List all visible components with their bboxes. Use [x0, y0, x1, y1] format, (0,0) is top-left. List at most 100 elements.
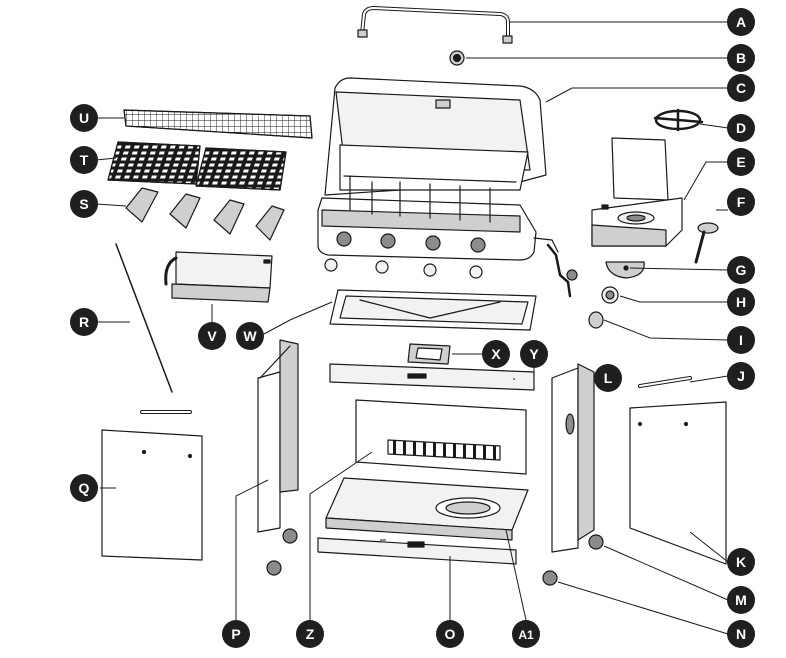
right-side-panel-part — [542, 363, 604, 586]
callout-label: X — [491, 346, 501, 362]
front-rail-part — [317, 537, 517, 565]
callout-label: A — [736, 14, 746, 30]
callout-b: B — [727, 44, 755, 72]
lighting-rod-part — [115, 243, 173, 393]
callout-circle — [727, 8, 755, 36]
callout-circle — [594, 364, 622, 392]
callout-badges: A BC D E F GH I J K L M N O P Q R S T U V W X Y Z A1 — [70, 8, 755, 648]
callout-label: B — [736, 50, 746, 66]
callout-circle — [727, 548, 755, 576]
regulator-part — [546, 243, 578, 298]
callout-label: H — [736, 294, 746, 310]
callout-label: O — [445, 626, 456, 642]
cooking-grates-part — [107, 141, 287, 191]
callout-d: D — [727, 114, 755, 142]
callout-q: Q — [70, 474, 98, 502]
thermometer-part — [449, 50, 465, 66]
callout-label: V — [207, 328, 217, 344]
callout-circle — [727, 362, 755, 390]
callout-circle — [727, 148, 755, 176]
callout-label: M — [735, 592, 747, 608]
callout-z: Z — [296, 620, 324, 648]
knob-bezel-part — [605, 261, 645, 279]
callout-circle — [296, 620, 324, 648]
callout-v: V — [198, 322, 226, 350]
knob-part — [601, 286, 619, 304]
callout-label: Q — [79, 480, 90, 496]
callout-label: D — [736, 120, 746, 136]
side-burner-shelf-part — [591, 137, 683, 247]
callout-h: H — [727, 288, 755, 316]
callout-j: J — [727, 362, 755, 390]
front-panel-part — [329, 363, 535, 391]
callout-label: S — [79, 196, 88, 212]
callout-label: R — [79, 314, 89, 330]
callout-label: T — [80, 152, 89, 168]
callout-a: A — [727, 8, 755, 36]
callout-w: W — [236, 322, 264, 350]
callout-n: N — [727, 620, 755, 648]
callout-a1: A1 — [512, 620, 540, 648]
callout-label: J — [737, 368, 745, 384]
callout-label: Y — [529, 346, 539, 362]
callout-label: A1 — [518, 628, 534, 642]
callout-circle — [70, 104, 98, 132]
callout-circle — [482, 340, 510, 368]
callout-x: X — [482, 340, 510, 368]
callout-r: R — [70, 308, 98, 336]
callout-circle — [727, 114, 755, 142]
callout-i: I — [727, 326, 755, 354]
callout-k: K — [727, 548, 755, 576]
callout-circle — [222, 620, 250, 648]
grease-cup-part — [407, 343, 451, 365]
handle-part — [357, 6, 513, 44]
callout-label: F — [737, 194, 746, 210]
callout-circle — [70, 146, 98, 174]
right-door-part — [629, 376, 727, 565]
callout-m: M — [727, 586, 755, 614]
callout-circle — [70, 308, 98, 336]
callout-label: E — [736, 154, 745, 170]
callout-label: L — [604, 370, 613, 386]
callout-label: K — [736, 554, 746, 570]
callout-circle — [727, 326, 755, 354]
callout-label: C — [736, 80, 746, 96]
flame-tamers-part — [125, 187, 285, 241]
firebox-part — [317, 77, 559, 261]
callout-circle — [727, 74, 755, 102]
callout-f: F — [727, 188, 755, 216]
callout-e: E — [727, 148, 755, 176]
callout-circle — [236, 322, 264, 350]
callout-label: N — [736, 626, 746, 642]
bottom-shelf-part — [325, 477, 529, 541]
callout-y: Y — [520, 340, 548, 368]
callout-circle — [727, 256, 755, 284]
callout-label: I — [739, 332, 743, 348]
callout-circle — [727, 620, 755, 648]
left-door-part — [101, 410, 203, 561]
callout-t: T — [70, 146, 98, 174]
callout-label: P — [231, 626, 240, 642]
side-burner-part — [694, 222, 719, 264]
callout-u: U — [70, 104, 98, 132]
callout-s: S — [70, 190, 98, 218]
callout-circle — [727, 188, 755, 216]
back-panel-part — [355, 399, 527, 475]
callout-label: W — [243, 328, 257, 344]
control-knob-part — [588, 311, 604, 329]
callout-o: O — [436, 620, 464, 648]
callout-circle — [727, 44, 755, 72]
callout-circle — [70, 190, 98, 218]
callout-circle — [512, 620, 540, 648]
callout-p: P — [222, 620, 250, 648]
callout-g: G — [727, 256, 755, 284]
leader-lines — [95, 21, 729, 635]
callout-label: Z — [306, 626, 315, 642]
grease-tray-part — [329, 289, 537, 331]
callout-circle — [436, 620, 464, 648]
side-shelf-part — [164, 251, 273, 303]
callout-l: L — [594, 364, 622, 392]
callout-circle — [727, 586, 755, 614]
warming-rack-part — [123, 109, 313, 139]
